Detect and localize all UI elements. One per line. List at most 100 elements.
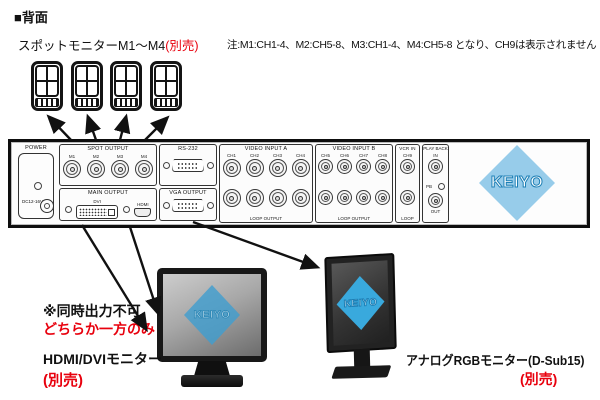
dsub9-connector [172, 159, 204, 172]
port-label: M3 [116, 154, 124, 159]
monitor-control-bar [35, 98, 59, 107]
monitor-control-bar [75, 98, 99, 107]
bnc-connector [245, 189, 264, 207]
bnc-connector [400, 190, 415, 205]
spot-port-m2: M2 [87, 154, 105, 178]
bnc-connector [222, 159, 241, 177]
keiyo-logo-text: KEIYO [490, 174, 544, 192]
keiyo-logo: KEIYO [184, 285, 240, 345]
vga-output-section: VGA OUTPUT [159, 188, 217, 221]
hdmi-monitor-label: HDMI/DVIモニター [43, 351, 162, 367]
spot-monitor-2 [71, 61, 103, 111]
dvi-connector [76, 205, 119, 219]
bnc-connector [356, 159, 371, 174]
voltage-label: DC12-16V [22, 199, 44, 204]
arrow-vga-to-monitor [192, 220, 321, 270]
quad-screen [75, 65, 99, 97]
monitor-bezel: KEIYO [157, 268, 267, 362]
bnc-connector [337, 159, 352, 174]
arrow-spot-m2 [85, 113, 102, 141]
quad-screen [114, 65, 138, 97]
port-label: OUT [430, 209, 441, 214]
bnc-connector [375, 159, 390, 174]
bnc-connector [356, 190, 371, 205]
port-label: M1 [68, 154, 76, 159]
bnc-connector [135, 160, 153, 178]
arrow-spot-m3 [113, 113, 131, 141]
channel-note: 注:M1:CH1-4、M2:CH5-8、M3:CH1-4、M4:CH5-8 とな… [227, 39, 597, 51]
input-port: CH2 [245, 153, 264, 177]
spot-monitors-label: スポットモニターM1〜M4(別売) [18, 35, 199, 54]
main-output-section: MAIN OUTPUT DVI HDMI [59, 188, 157, 221]
video-input-b-label: VIDEO INPUT B [332, 146, 376, 152]
play-back-section: PLAY BACK IN PB OUT [422, 144, 449, 223]
bnc-connector [63, 160, 81, 178]
vga-output-label: VGA OUTPUT [169, 190, 207, 196]
bnc-connector [291, 159, 310, 177]
port-label: CH2 [249, 153, 259, 158]
hdmi-dvi-monitor: KEIYO [157, 268, 267, 390]
port-label: CH3 [272, 153, 282, 158]
bnc-connector [268, 189, 287, 207]
rgb-monitor-label: アナログRGBモニター(D-Sub15) [406, 353, 585, 368]
loop-output-label: LOOP OUTPUT [337, 216, 371, 221]
loop-label: LOOP [401, 216, 414, 221]
monitor-screen: KEIYO [331, 260, 390, 346]
port-label: M4 [140, 154, 148, 159]
rgb-monitor-option: (別売) [520, 371, 558, 387]
port-label: CH7 [358, 153, 368, 158]
bnc-connector [268, 159, 287, 177]
spot-port-m4: M4 [135, 154, 153, 178]
spot-monitors-text: スポットモニターM1〜M4 [18, 39, 166, 53]
input-port: CH7 [356, 153, 371, 174]
rear-panel: POWER DC12-16V SPOT OUTPUT M1 M2 M3 [8, 139, 590, 228]
page-title: ■背面 [14, 10, 48, 25]
bnc-connector [337, 190, 352, 205]
rs232-label: RS-232 [178, 146, 198, 152]
screw-icon [162, 202, 170, 209]
input-port: CH6 [337, 153, 352, 174]
bnc-connector [318, 190, 333, 205]
hdmi-port: HDMI [134, 202, 152, 217]
power-block: DC12-16V [18, 153, 54, 219]
monitor-control-bar [114, 98, 138, 107]
input-port: CH3 [268, 153, 287, 177]
port-label: CH1 [226, 153, 236, 158]
spot-monitor-1 [31, 61, 63, 111]
bnc-connector [291, 189, 310, 207]
dvi-port: DVI [76, 199, 119, 219]
bnc-connector [428, 159, 443, 174]
warning-text: ※同時出力不可 [43, 303, 141, 319]
bnc-connector [222, 189, 241, 207]
bnc-connector [400, 159, 415, 174]
spot-monitor-3 [110, 61, 142, 111]
hdmi-monitor-option: (別売) [43, 372, 83, 389]
input-port: CH8 [375, 153, 390, 174]
main-output-label: MAIN OUTPUT [87, 190, 129, 196]
pb-label: PB [425, 184, 432, 189]
arrow-spot-m4 [144, 115, 170, 141]
monitor-neck [194, 361, 230, 376]
bnc-connector [87, 160, 105, 178]
keiyo-logo-text: KEIYO [193, 309, 231, 322]
bnc-connector [245, 159, 264, 177]
dvi-label: DVI [93, 199, 101, 204]
monitor-neck [353, 348, 371, 368]
bnc-connector [111, 160, 129, 178]
vcr-in-label: VCR IN [399, 146, 416, 151]
port-label: CH8 [377, 153, 387, 158]
play-out-port: OUT [428, 193, 443, 214]
bnc-connector [375, 190, 390, 205]
port-label: CH9 [402, 153, 412, 158]
port-label: M2 [92, 154, 100, 159]
port-label: IN [433, 153, 438, 158]
analog-rgb-monitor: KEIYO [324, 252, 397, 388]
port-label: CH4 [295, 153, 305, 158]
spot-output-label: SPOT OUTPUT [87, 146, 129, 152]
input-port: CH1 [222, 153, 241, 177]
play-in-port: IN [428, 153, 443, 174]
spot-port-m3: M3 [111, 154, 129, 178]
spot-monitor-4 [150, 61, 182, 111]
dsub15-connector [172, 199, 204, 212]
